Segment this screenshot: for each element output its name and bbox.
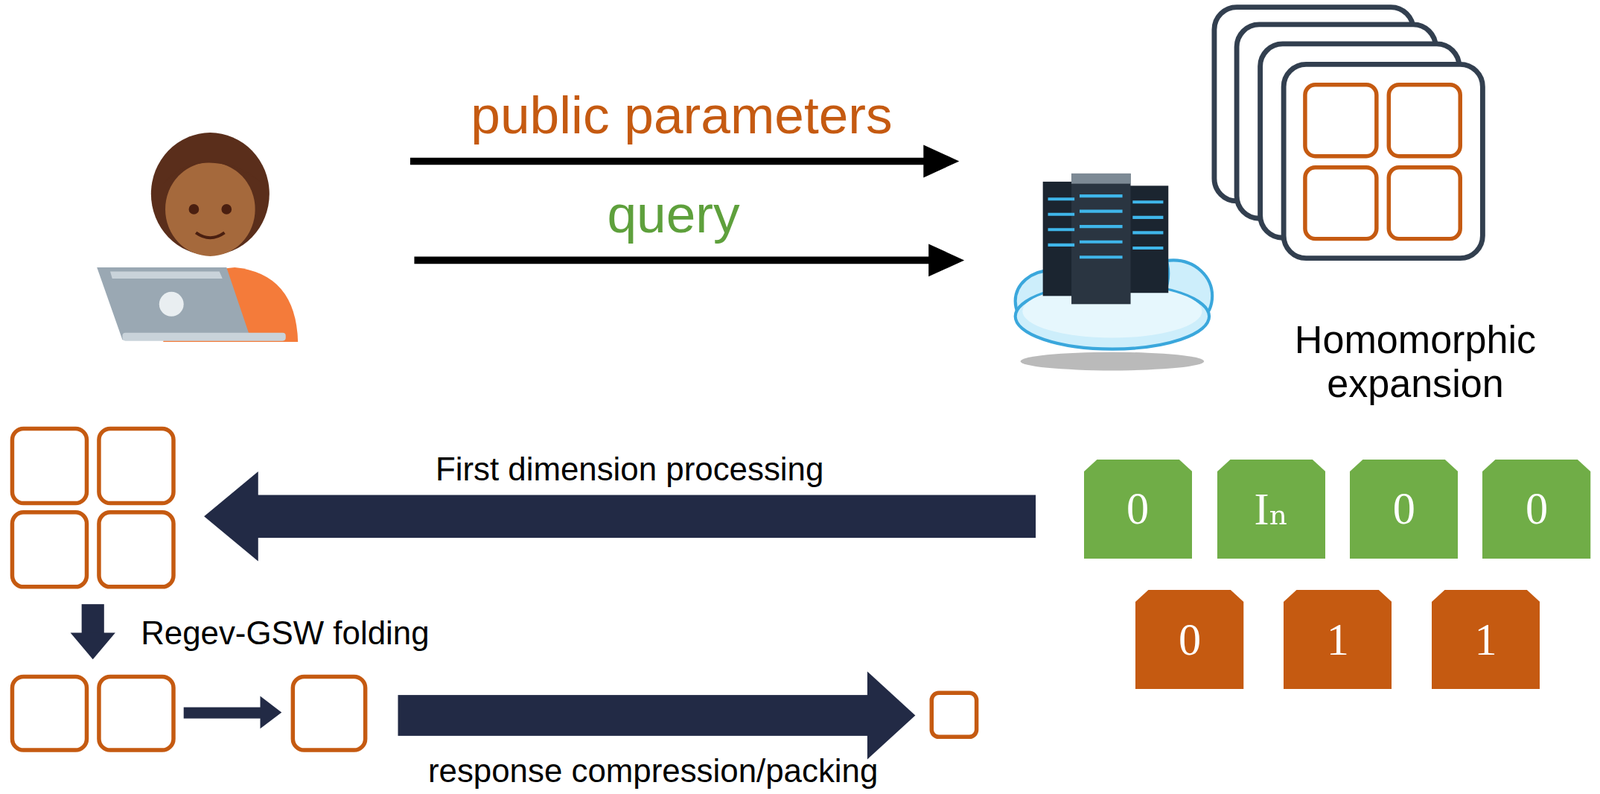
step-label: First dimension processing [435,450,824,488]
server-icon [1015,173,1213,371]
big-arrow [70,471,1037,759]
selection-tag: 0 [1135,589,1244,689]
step-label: Homomorphic expansion [1259,317,1572,408]
arrow [410,145,965,277]
tag-value: 0 [1393,482,1416,535]
flow-label: query [606,183,740,245]
selection-tag: Iₙ [1217,459,1326,559]
tag-value: 0 [1178,613,1201,666]
tag-value: Iₙ [1254,482,1289,536]
selection-tag: 1 [1431,589,1540,689]
tag-value: 1 [1474,613,1497,666]
selection-tag: 1 [1283,589,1392,689]
user-icon [96,132,298,342]
selection-tag: 0 [1482,459,1591,559]
tag-value: 0 [1525,482,1548,535]
database-cards [1214,7,1483,259]
selection-tag: 0 [1084,459,1192,559]
flow-label: public parameters [470,84,892,146]
ciphertext [11,428,977,750]
step-label: response compression/packing [428,751,878,790]
selection-tag: 0 [1349,459,1458,559]
tag-value: 0 [1126,482,1149,535]
step-label: Regev-GSW folding [140,614,429,652]
tag-value: 1 [1326,613,1350,666]
database-entry [1305,84,1461,239]
